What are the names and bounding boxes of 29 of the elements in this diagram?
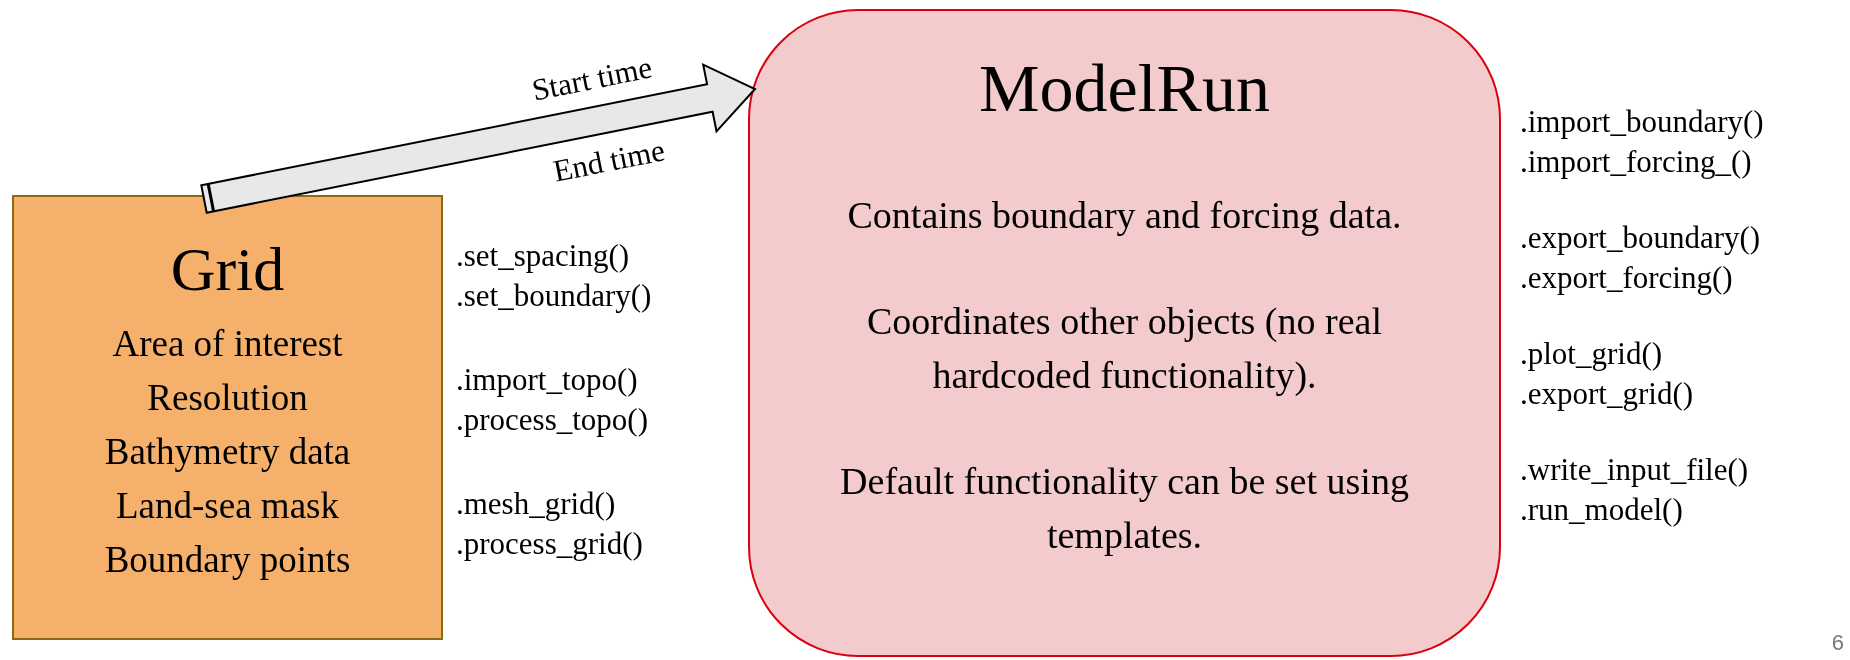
method-name: .export_grid() bbox=[1520, 376, 1694, 411]
page-number: 6 bbox=[1831, 630, 1844, 655]
node-text: Area of interest bbox=[112, 323, 343, 365]
method-name: .run_model() bbox=[1520, 492, 1683, 527]
node-text: Default functionality can be set using templates. bbox=[840, 459, 1409, 556]
method-name: .process_topo() bbox=[456, 402, 648, 437]
node-text: Bathymetry data bbox=[104, 431, 351, 473]
node-title: ModelRun bbox=[979, 50, 1270, 126]
node-text: Boundary points bbox=[104, 539, 351, 581]
method-name: .export_boundary() bbox=[1520, 220, 1761, 255]
rounded-box bbox=[748, 9, 1501, 657]
arrow-label: End time bbox=[550, 132, 668, 189]
method-name: .process_grid() bbox=[456, 526, 643, 561]
arrow-label: Start time bbox=[529, 49, 656, 108]
method-name: .import_topo() bbox=[456, 362, 638, 397]
node-text: Land-sea mask bbox=[116, 485, 339, 527]
process-box bbox=[12, 195, 443, 640]
method-name: .plot_grid() bbox=[1520, 336, 1663, 371]
method-name: .import_forcing_() bbox=[1520, 144, 1752, 179]
method-name: .import_boundary() bbox=[1520, 104, 1764, 139]
method-name: .write_input_file() bbox=[1520, 452, 1749, 487]
node-title: Grid bbox=[170, 235, 285, 303]
method-name: .set_spacing() bbox=[456, 238, 630, 273]
method-name: .mesh_grid() bbox=[456, 486, 616, 521]
node-text: Coordinates other objects (no real hardcoded functionality). bbox=[867, 299, 1382, 396]
method-name: .set_boundary() bbox=[456, 278, 652, 313]
node-text: Resolution bbox=[147, 377, 308, 419]
method-name: .export_forcing() bbox=[1520, 260, 1733, 295]
node-text: Contains boundary and forcing data. bbox=[847, 193, 1402, 236]
